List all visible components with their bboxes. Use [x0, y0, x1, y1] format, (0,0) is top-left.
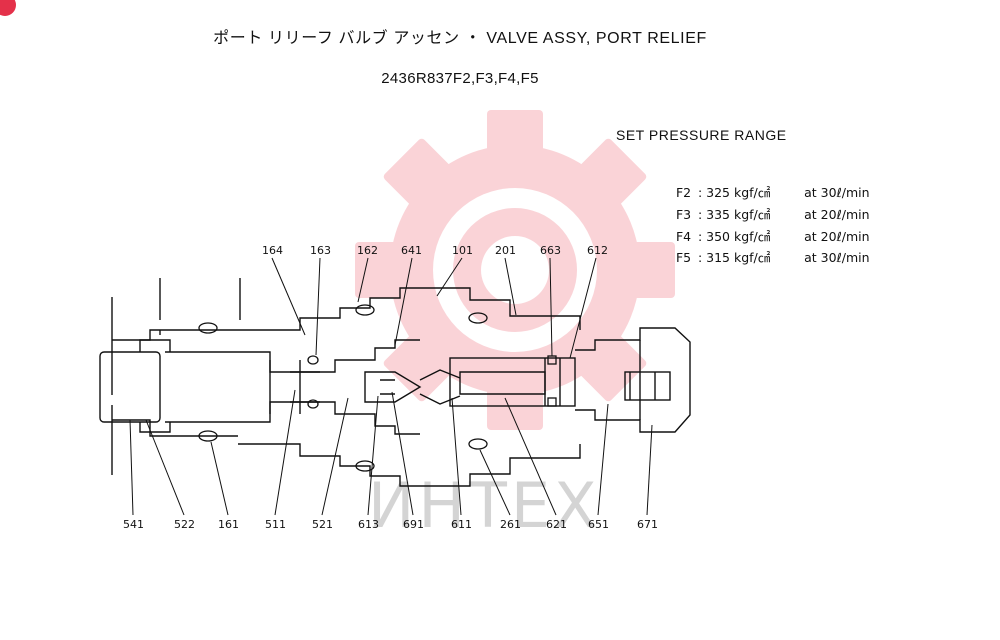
part-label: 521 [312, 518, 333, 531]
part-label: 261 [500, 518, 521, 531]
corner-badge-icon [0, 0, 16, 16]
part-label: 201 [495, 244, 516, 257]
part-label: 621 [546, 518, 567, 531]
watermark-text: ИНТЕХ [368, 469, 601, 542]
pressure-code: F5 [675, 250, 692, 265]
pressure-value: 325 kgf/㎠ [706, 185, 771, 200]
part-label: 611 [451, 518, 472, 531]
part-label: 691 [403, 518, 424, 531]
part-label: 613 [358, 518, 379, 531]
pressure-flow: at 20ℓ/min [804, 207, 870, 222]
part-label: 164 [262, 244, 283, 257]
part-label: 651 [588, 518, 609, 531]
part-label: 641 [401, 244, 422, 257]
page-title: ポート リリーフ バルブ アッセン ・ VALVE ASSY, PORT REL… [213, 30, 707, 47]
part-label: 612 [587, 244, 608, 257]
pressure-code: F4 [675, 229, 692, 244]
part-label: 541 [123, 518, 144, 531]
part-label: 671 [637, 518, 658, 531]
part-label: 163 [310, 244, 331, 257]
pressure-range-heading: SET PRESSURE RANGE [616, 127, 787, 143]
pressure-flow: at 30ℓ/min [804, 185, 870, 200]
pressure-code: F2 [675, 185, 692, 200]
pressure-value: 315 kgf/㎠ [706, 250, 771, 265]
pressure-value: 350 kgf/㎠ [706, 229, 771, 244]
pressure-flow: at 30ℓ/min [804, 250, 870, 265]
part-labels-bottom: 541 522 161 511 521 613 691 611 261 621 … [123, 518, 658, 531]
pressure-code: F3 [675, 207, 692, 222]
part-label: 663 [540, 244, 561, 257]
part-label: 522 [174, 518, 195, 531]
leader-lines [129, 257, 653, 516]
part-label: 161 [218, 518, 239, 531]
pressure-flow: at 20ℓ/min [804, 229, 870, 244]
part-label: 101 [452, 244, 473, 257]
part-number: 2436R837F2,F3,F4,F5 [381, 70, 539, 87]
part-label: 511 [265, 518, 286, 531]
seal-rings [198, 304, 557, 472]
part-label: 162 [357, 244, 378, 257]
pressure-value: 335 kgf/㎠ [706, 207, 771, 222]
watermark-gear-icon [355, 110, 675, 430]
part-labels-top: 164 163 162 641 101 201 663 612 [262, 244, 608, 257]
